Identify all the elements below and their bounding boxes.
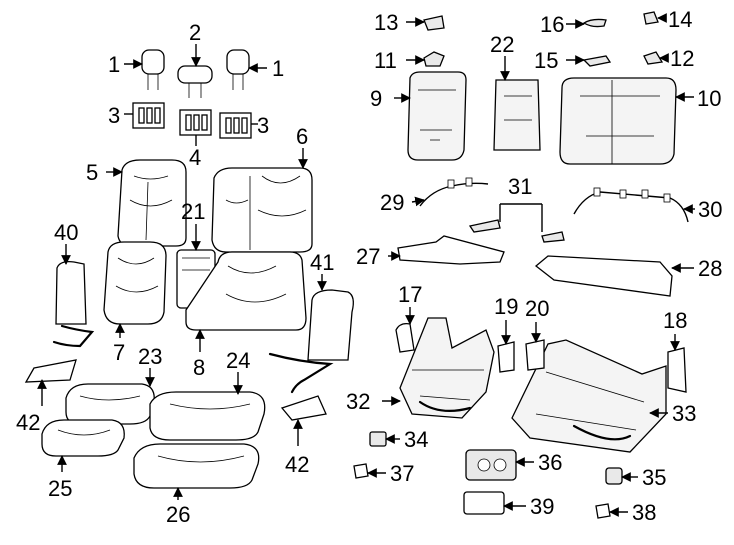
callout-2: 2 [189,20,201,45]
callout-13: 13 [374,10,398,35]
switch-bezel-36 [465,449,517,481]
bracket-15 [582,55,612,67]
callout-17: 17 [398,282,422,307]
callout-20: 20 [525,296,549,321]
callout-26: 26 [166,502,190,527]
seatback-pad-left [103,241,167,325]
seatback-panel-center [493,79,541,151]
bracket-12 [643,51,664,65]
callout-11: 11 [374,48,397,73]
callout-39: 39 [530,494,554,519]
callout-1b: 1 [272,56,284,81]
callout-29: 29 [380,190,404,215]
bracket-13 [423,15,445,31]
headrest-left [141,49,165,90]
callout-41: 41 [310,250,334,275]
cushion-cover-left [41,419,125,457]
callout-23: 23 [138,344,162,369]
seatback-frame-right [559,77,677,165]
callout-38: 38 [632,500,656,525]
seat-track-right [511,339,667,453]
callout-30: 30 [698,197,722,222]
seatback-cover-left [117,159,187,247]
release-cable-30 [573,187,689,223]
callout-3a: 3 [108,103,120,128]
trim-panel-27 [397,235,505,265]
side-panel-right-assembly [268,289,354,394]
callout-9: 9 [370,86,382,111]
release-cable-29 [419,177,489,207]
trim-plate-39 [463,491,505,515]
callout-25: 25 [48,476,72,501]
headrest-center [177,65,213,98]
leader-arrows [37,13,695,517]
strap-31a [468,219,501,233]
callout-18: 18 [663,308,687,333]
callout-24: 24 [226,348,250,373]
callout-22: 22 [490,32,514,57]
cushion-bracket-right [280,395,327,421]
callout-8: 8 [193,355,205,380]
seatback-cover-right [211,167,313,253]
seatback-frame-left [407,71,467,161]
cover-16 [582,18,607,28]
headrest-guides-center [179,109,212,136]
side-panel-left-assembly [52,260,95,348]
cap-38 [595,503,611,519]
callout-36: 36 [538,450,562,475]
callout-28: 28 [698,256,722,281]
callout-34: 34 [404,427,428,452]
callout-1a: 1 [108,52,120,77]
cushion-pad-right [149,391,266,441]
callout-10: 10 [697,86,721,111]
cover-20 [525,339,545,371]
callout-12: 12 [670,46,694,71]
callout-27: 27 [356,244,380,269]
switch-35 [605,467,623,485]
callout-6: 6 [296,124,308,149]
callout-14: 14 [668,7,692,32]
callout-42b: 42 [285,452,309,477]
callout-33: 33 [672,401,696,426]
cushion-bracket-left [24,359,77,383]
callout-19: 19 [494,294,518,319]
callout-32: 32 [346,389,370,414]
cushion-cover-right [133,443,260,489]
callout-16: 16 [540,12,564,37]
callout-42a: 42 [16,410,40,435]
seatback-pad-right [185,251,307,331]
callout-31: 31 [508,174,532,199]
strap-31b [541,231,565,243]
callout-labels: 1 1 2 3 3 4 5 6 7 8 9 10 11 12 13 14 15 … [16,7,722,527]
trim-panel-28 [534,255,673,297]
cap-37 [353,463,369,479]
bracket-14 [643,11,659,25]
headrest-guides-left [132,102,165,129]
switch-34 [369,431,387,447]
cover-19 [497,341,515,373]
callout-3b: 3 [257,113,269,138]
headrest-right [226,49,250,90]
seat-track-left [399,317,495,419]
callout-37: 37 [390,461,414,486]
callout-4: 4 [189,145,201,170]
callout-5: 5 [86,160,98,185]
callout-21: 21 [181,199,205,224]
callout-7: 7 [113,340,125,365]
cover-18 [667,347,687,393]
cushion-pad-left [65,383,155,425]
bracket-11 [423,51,445,67]
callout-15: 15 [534,48,558,73]
callout-40: 40 [54,220,78,245]
cover-17 [395,322,415,353]
callout-35: 35 [642,465,666,490]
headrest-guides-right [219,112,252,139]
